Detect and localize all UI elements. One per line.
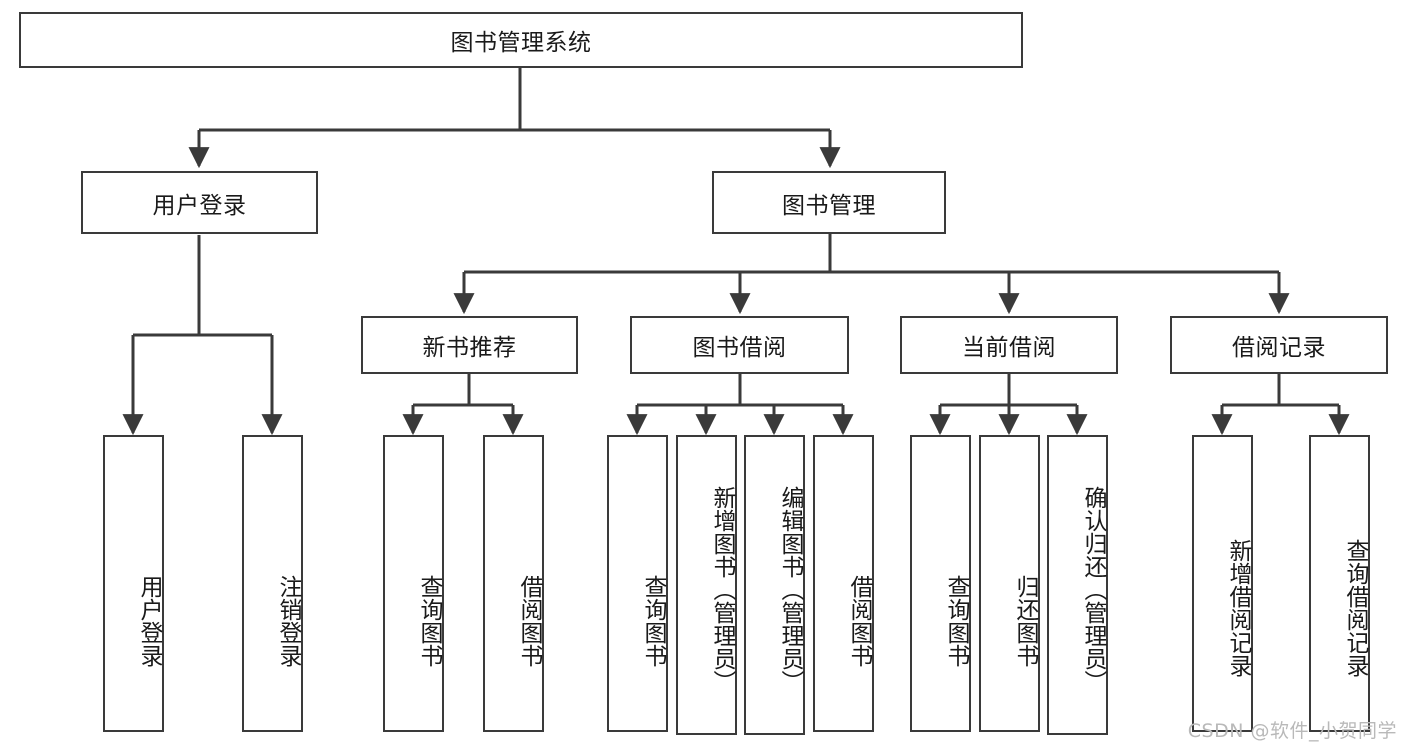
node-leaf-confirm-return-label: 确认归还（管理员） — [1080, 485, 1106, 693]
node-leaf-add-book-label: 新增图书（管理员） — [709, 485, 735, 693]
node-new-book-recommend-label: 新书推荐 — [422, 335, 517, 361]
node-book-borrow-label: 图书借阅 — [692, 335, 787, 361]
node-leaf-logout-login-label: 注销登录 — [275, 574, 301, 667]
node-leaf-borrow-book-1[interactable]: 借阅图书 — [483, 435, 544, 732]
node-root[interactable]: 图书管理系统 — [19, 12, 1023, 68]
node-new-book-recommend[interactable]: 新书推荐 — [361, 316, 578, 374]
node-user-login-label: 用户登录 — [152, 192, 247, 219]
node-book-manage[interactable]: 图书管理 — [712, 171, 946, 234]
node-leaf-query-book-2[interactable]: 查询图书 — [607, 435, 668, 732]
node-leaf-query-book-3-label: 查询图书 — [943, 574, 969, 667]
node-root-label: 图书管理系统 — [450, 30, 592, 56]
node-leaf-query-record-label: 查询借阅记录 — [1342, 538, 1368, 677]
node-book-manage-label: 图书管理 — [782, 192, 876, 219]
node-leaf-borrow-book-2-label: 借阅图书 — [846, 574, 872, 667]
node-leaf-query-book-3[interactable]: 查询图书 — [910, 435, 971, 732]
node-leaf-query-book-2-label: 查询图书 — [640, 574, 666, 667]
node-borrow-record[interactable]: 借阅记录 — [1170, 316, 1388, 374]
node-leaf-edit-book[interactable]: 编辑图书（管理员） — [744, 435, 805, 735]
node-current-borrow[interactable]: 当前借阅 — [900, 316, 1118, 374]
node-leaf-user-login[interactable]: 用户登录 — [103, 435, 164, 732]
node-leaf-confirm-return[interactable]: 确认归还（管理员） — [1047, 435, 1108, 735]
watermark: CSDN @软件_小贺同学 — [1187, 720, 1397, 742]
node-leaf-add-record-label: 新增借阅记录 — [1225, 538, 1251, 677]
node-leaf-add-record[interactable]: 新增借阅记录 — [1192, 435, 1253, 732]
node-leaf-query-book-1-label: 查询图书 — [416, 574, 442, 667]
node-leaf-add-book[interactable]: 新增图书（管理员） — [676, 435, 737, 735]
node-leaf-logout-login[interactable]: 注销登录 — [242, 435, 303, 732]
node-book-borrow[interactable]: 图书借阅 — [630, 316, 849, 374]
node-leaf-borrow-book-2[interactable]: 借阅图书 — [813, 435, 874, 732]
node-user-login[interactable]: 用户登录 — [81, 171, 318, 234]
node-leaf-user-login-label: 用户登录 — [136, 574, 162, 667]
node-leaf-return-book-label: 归还图书 — [1012, 574, 1038, 667]
node-leaf-return-book[interactable]: 归还图书 — [979, 435, 1040, 732]
node-borrow-record-label: 借阅记录 — [1232, 335, 1326, 361]
node-leaf-borrow-book-1-label: 借阅图书 — [516, 574, 542, 667]
node-leaf-edit-book-label: 编辑图书（管理员） — [777, 485, 803, 693]
node-leaf-query-book-1[interactable]: 查询图书 — [383, 435, 444, 732]
node-current-borrow-label: 当前借阅 — [962, 335, 1056, 361]
node-leaf-query-record[interactable]: 查询借阅记录 — [1309, 435, 1370, 732]
